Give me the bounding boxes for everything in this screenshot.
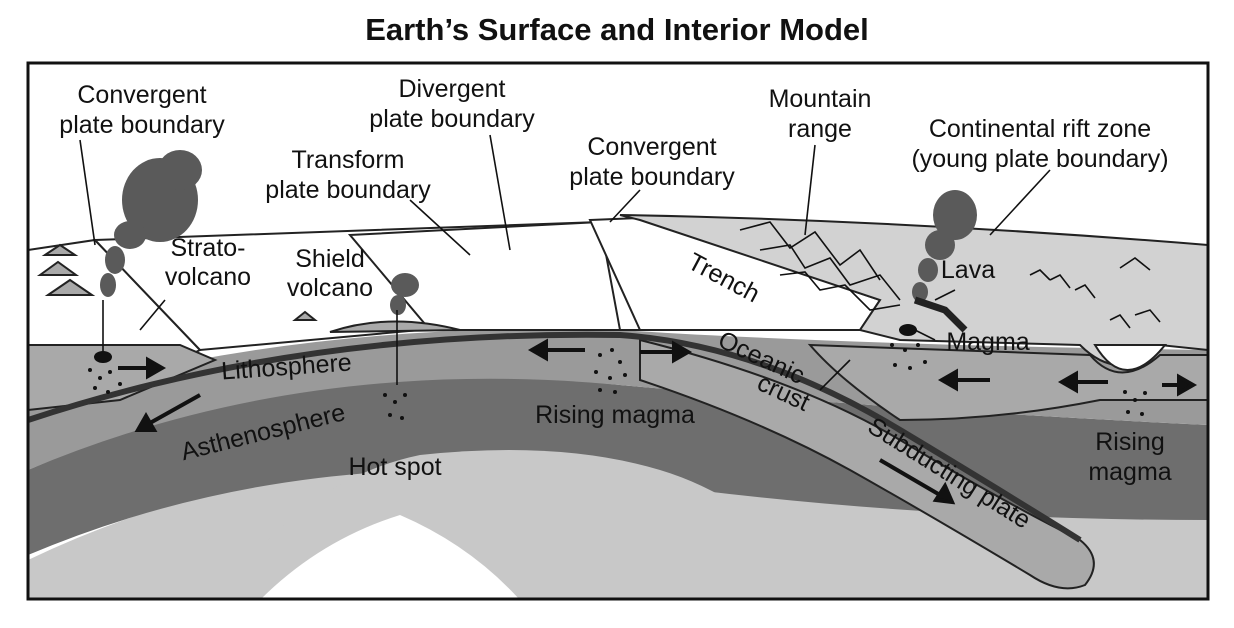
lava-flow (913, 296, 968, 333)
label-rising-magma-right-2: magma (1088, 458, 1171, 486)
volcano-smoke (100, 150, 977, 315)
hot-spot-bottom (261, 515, 520, 599)
diagram-title: Earth’s Surface and Interior Model (365, 12, 869, 47)
small-cones (36, 243, 318, 321)
rising-magma-dots (88, 343, 1147, 420)
label-convergent-mid-1: Convergent (587, 133, 716, 161)
label-transform-1: Transform (292, 146, 405, 174)
label-strato-1: Strato- (170, 234, 245, 262)
leader-lines (79, 134, 1051, 391)
label-shield-2: volcano (287, 274, 373, 302)
volcano-conduits (102, 300, 398, 385)
rift-marks (1029, 257, 1161, 329)
label-convergent-mid-2: plate boundary (569, 163, 735, 191)
label-transform-2: plate boundary (265, 176, 431, 204)
label-lava: Lava (941, 256, 995, 284)
label-rising-magma-mid: Rising magma (535, 401, 695, 429)
label-convergent-left-1: Convergent (77, 81, 206, 109)
label-divergent-1: Divergent (399, 75, 506, 103)
label-hot-spot: Hot spot (348, 453, 441, 481)
subducting-plate-slab (639, 338, 1095, 590)
label-divergent-2: plate boundary (369, 105, 535, 133)
label-strato-2: volcano (165, 263, 251, 291)
rift-basin (1093, 344, 1168, 371)
label-mountain-2: range (788, 115, 852, 143)
shield-volcano-shape (329, 320, 461, 333)
magma-chambers (94, 324, 917, 363)
label-mountain-1: Mountain (769, 85, 872, 113)
label-magma: Magma (946, 328, 1029, 356)
label-shield-1: Shield (295, 245, 365, 273)
label-convergent-left-2: plate boundary (59, 111, 225, 139)
label-rift-2: (young plate boundary) (911, 145, 1168, 173)
plate-motion-arrows (118, 338, 1198, 505)
mountain-ridges (739, 221, 901, 311)
label-rift-1: Continental rift zone (929, 115, 1151, 143)
oceanic-crust-line (28, 331, 1082, 543)
label-rising-magma-right-1: Rising (1095, 428, 1164, 456)
right-continent-lower (807, 343, 1208, 422)
